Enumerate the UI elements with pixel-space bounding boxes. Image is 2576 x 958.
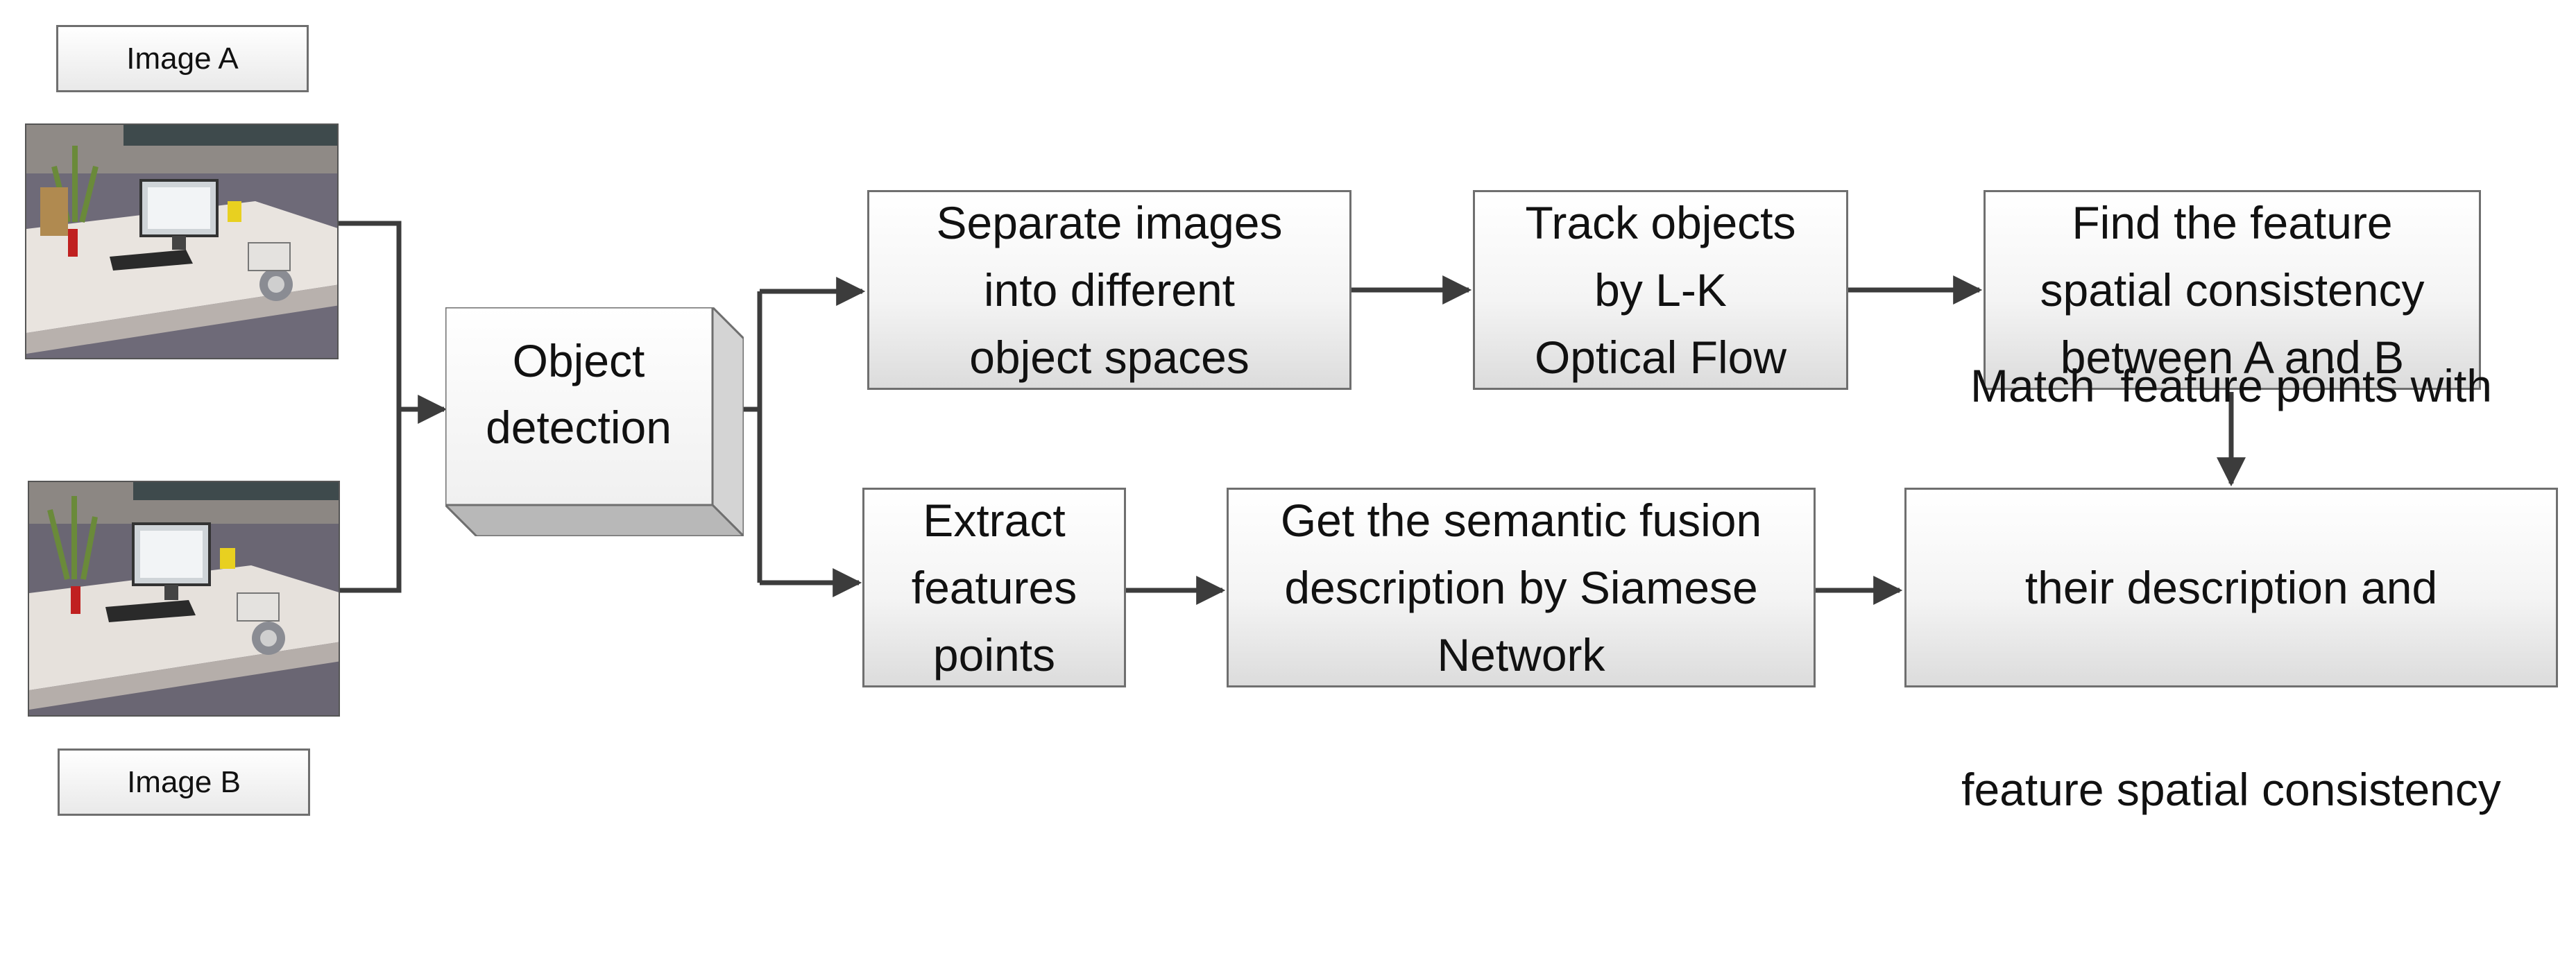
image-a-label-text: Image A — [126, 41, 239, 76]
extract-step: Extract features points — [862, 488, 1126, 687]
match-step: Match feature points with their descript… — [1904, 360, 2558, 815]
find-line-1: Find the feature — [2072, 196, 2393, 248]
semantic-line-3: Network — [1437, 628, 1605, 681]
object-detection-line-1: Object — [513, 335, 645, 386]
image-b-label: Image B — [58, 749, 310, 816]
extract-line-3: points — [932, 628, 1056, 681]
object-detection-box: Object detection — [445, 307, 744, 536]
separate-step: Separate images into different object sp… — [867, 190, 1351, 390]
semantic-step: Get the semantic fusion description by S… — [1227, 488, 1816, 687]
photo-bracket — [339, 221, 402, 593]
separate-line-3: object spaces — [969, 331, 1249, 383]
find-line-3: between A and B — [2060, 331, 2405, 383]
find-line-2: spatial consistency — [2040, 264, 2425, 316]
track-step: Track objects by L-K Optical Flow — [1473, 190, 1848, 390]
extract-line-2: features — [911, 561, 1077, 613]
find-step: Find the feature spatial consistency bet… — [1984, 190, 2481, 390]
track-line-1: Track objects — [1525, 196, 1796, 248]
semantic-line-2: description by Siamese — [1284, 561, 1758, 613]
track-line-3: Optical Flow — [1534, 331, 1787, 383]
separate-line-2: into different — [983, 264, 1236, 316]
match-line-1: Match feature points with — [1970, 359, 2493, 411]
image-b-photo — [28, 481, 340, 717]
image-b-label-text: Image B — [127, 764, 241, 799]
separate-line-1: Separate images — [936, 196, 1283, 248]
match-line-3: feature spatial consistency — [1961, 763, 2501, 815]
image-a-photo — [25, 123, 339, 359]
object-detection-line-2: detection — [486, 402, 672, 453]
extract-line-1: Extract — [923, 494, 1066, 546]
track-line-2: by L-K — [1594, 264, 1727, 316]
match-line-2: their description and — [2024, 561, 2438, 613]
semantic-line-1: Get the semantic fusion — [1280, 494, 1762, 546]
image-a-label: Image A — [56, 25, 309, 92]
